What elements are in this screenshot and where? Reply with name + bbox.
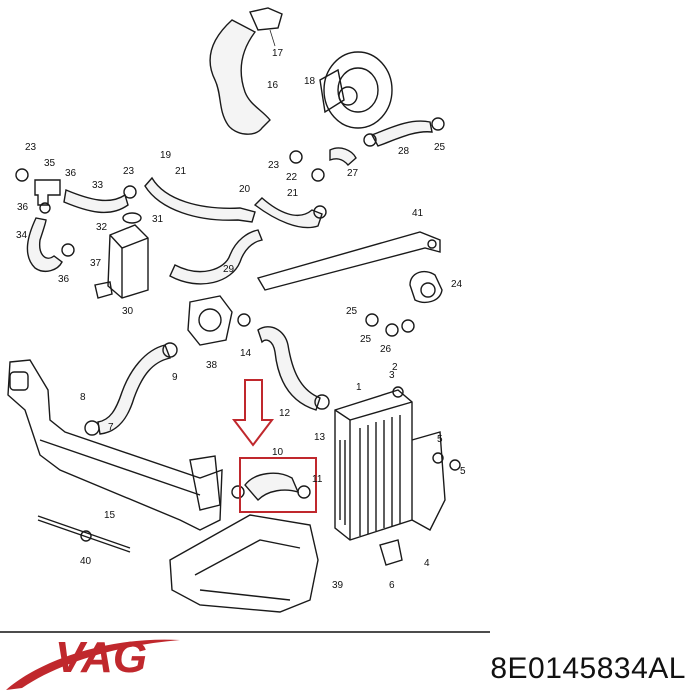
central-hoses [144, 176, 327, 285]
callout-c23b: 23 [123, 166, 135, 177]
upper-right-hoses [289, 117, 445, 182]
callout-c36a: 36 [65, 168, 77, 179]
callout-c5b: 5 [460, 466, 466, 477]
callout-c33: 33 [92, 180, 104, 191]
elbow-24 [365, 270, 443, 337]
highlighted-hose-10 [231, 379, 317, 513]
callout-c5a: 5 [437, 434, 443, 445]
callout-c7: 7 [108, 422, 114, 433]
callout-c27: 27 [347, 168, 359, 179]
bumper-carrier [7, 359, 223, 531]
callout-c30: 30 [122, 306, 134, 317]
callout-c25c: 25 [360, 334, 372, 345]
callout-c3: 3 [389, 370, 395, 381]
vag-logo-text: VAG [55, 633, 147, 682]
callout-c28: 28 [398, 146, 410, 157]
callout-c9: 9 [172, 372, 178, 383]
callout-c31: 31 [152, 214, 164, 225]
callout-c20: 20 [239, 184, 251, 195]
callout-c25a: 25 [434, 142, 446, 153]
highlight-arrow [231, 379, 275, 447]
callout-c8: 8 [80, 392, 86, 403]
hose-7 [84, 342, 178, 436]
callout-c35: 35 [44, 158, 56, 169]
callout-c1: 1 [356, 382, 362, 393]
callout-c13: 13 [314, 432, 326, 443]
callout-c23c: 23 [268, 160, 280, 171]
callout-c21a: 21 [175, 166, 187, 177]
callout-c38: 38 [206, 360, 218, 371]
intercooler [334, 386, 461, 566]
part-number: 8E0145834AL [490, 652, 686, 685]
callout-c26: 26 [380, 344, 392, 355]
air-intake-duct [209, 7, 283, 135]
callout-c39: 39 [332, 580, 344, 591]
strap-40 [37, 515, 131, 553]
callout-c22: 22 [286, 172, 298, 183]
left-hoses-group [15, 168, 137, 272]
callout-c2: 2 [392, 362, 398, 373]
callout-c10: 10 [272, 447, 284, 458]
callout-c4: 4 [424, 558, 430, 569]
throttle-body [187, 295, 251, 346]
air-guide-39 [169, 514, 319, 613]
callout-c6: 6 [389, 580, 395, 591]
callout-c32: 32 [96, 222, 108, 233]
callout-c15: 15 [104, 510, 116, 521]
highlight-box [239, 457, 317, 513]
callout-c16: 16 [267, 80, 279, 91]
callout-c34: 34 [16, 230, 28, 241]
callout-c18: 18 [304, 76, 316, 87]
callout-c36c: 36 [58, 274, 70, 285]
vag-swoosh [6, 639, 180, 690]
callout-c29: 29 [223, 264, 235, 275]
callout-c37: 37 [90, 258, 102, 269]
callout-c25b: 25 [346, 306, 358, 317]
hose-12 [257, 326, 330, 411]
callout-c14: 14 [240, 348, 252, 359]
reservoir [94, 212, 149, 299]
turbocharger [319, 51, 393, 129]
callout-c36b: 36 [17, 202, 29, 213]
callout-c12: 12 [279, 408, 291, 419]
vag-logo: VAG [6, 633, 180, 690]
callout-c24: 24 [451, 279, 463, 290]
bracket-41 [256, 231, 441, 291]
callout-c17: 17 [272, 48, 284, 59]
callout-c21b: 21 [287, 188, 299, 199]
callout-c19: 19 [160, 150, 172, 161]
callout-c41: 41 [412, 208, 424, 219]
callout-c23a: 23 [25, 142, 37, 153]
callout-c11: 11 [312, 474, 323, 485]
callout-c40: 40 [80, 556, 92, 567]
